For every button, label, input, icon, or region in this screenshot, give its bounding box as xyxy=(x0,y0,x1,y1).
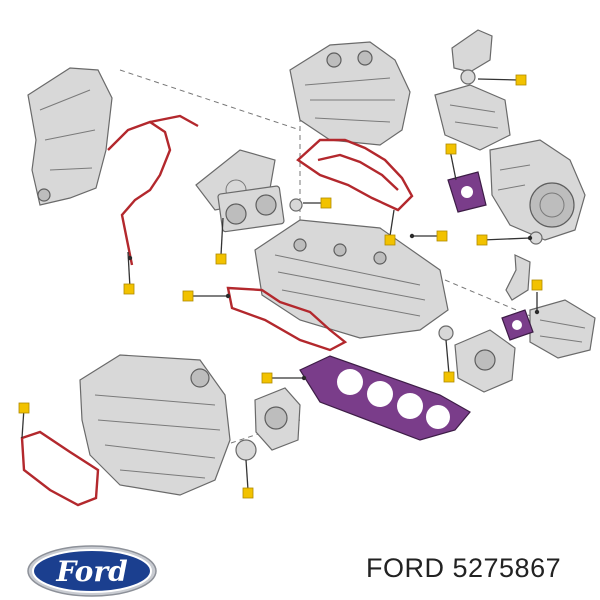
coolant-pipe xyxy=(505,254,531,301)
o-ring xyxy=(460,69,476,85)
turbo-gasket xyxy=(447,171,487,213)
ford-logo-text: Ford xyxy=(55,555,127,588)
throttle-body xyxy=(254,387,301,451)
oil-pan-gasket xyxy=(20,430,100,507)
cylinder-head-gasket xyxy=(299,355,471,441)
leader-line xyxy=(481,237,531,241)
callout-marker xyxy=(515,74,527,86)
leader-line xyxy=(389,209,395,237)
part-number-caption: FORD 5275867 xyxy=(366,553,562,583)
leader-dot xyxy=(301,375,307,381)
callout-marker xyxy=(215,253,227,265)
callout-marker xyxy=(436,230,448,242)
callout-marker xyxy=(242,487,254,499)
engine-block xyxy=(79,354,231,496)
turbocharger xyxy=(489,139,586,241)
leader-line xyxy=(477,78,519,81)
vacuum-pump xyxy=(434,29,511,151)
ford-logo: Ford xyxy=(27,545,157,597)
assembly-line xyxy=(119,69,301,131)
leader-line xyxy=(445,339,450,375)
callout-marker xyxy=(18,402,30,414)
cam-seal-plate xyxy=(217,185,285,233)
callout-marker xyxy=(320,197,332,209)
valve-cover xyxy=(289,41,411,146)
leader-dot xyxy=(409,233,415,239)
callout-marker xyxy=(261,372,273,384)
callout-marker xyxy=(445,143,457,155)
cylinder-head xyxy=(254,219,449,339)
leader-line xyxy=(449,149,457,181)
callout-marker xyxy=(476,234,488,246)
callout-marker xyxy=(123,283,135,295)
leader-dot xyxy=(225,293,231,299)
egr-gasket xyxy=(501,309,534,341)
thermostat-housing xyxy=(454,329,516,393)
callout-marker xyxy=(182,290,194,302)
valve-cover-gasket xyxy=(296,138,414,212)
egr-cooler xyxy=(529,299,596,359)
throttle-o-ring xyxy=(235,439,257,461)
callout-marker xyxy=(384,234,396,246)
timing-cover-gasket xyxy=(107,114,199,266)
leader-dot xyxy=(534,309,540,315)
leader-line xyxy=(245,459,249,491)
intake-manifold-gasket xyxy=(226,286,348,352)
timing-cover xyxy=(27,67,113,206)
leader-dot xyxy=(127,255,133,261)
leader-dot xyxy=(527,235,533,241)
thermostat-gasket xyxy=(438,325,454,341)
callout-marker xyxy=(531,279,543,291)
o-ring xyxy=(289,198,303,212)
callout-marker xyxy=(443,371,455,383)
leader-line xyxy=(220,217,224,256)
